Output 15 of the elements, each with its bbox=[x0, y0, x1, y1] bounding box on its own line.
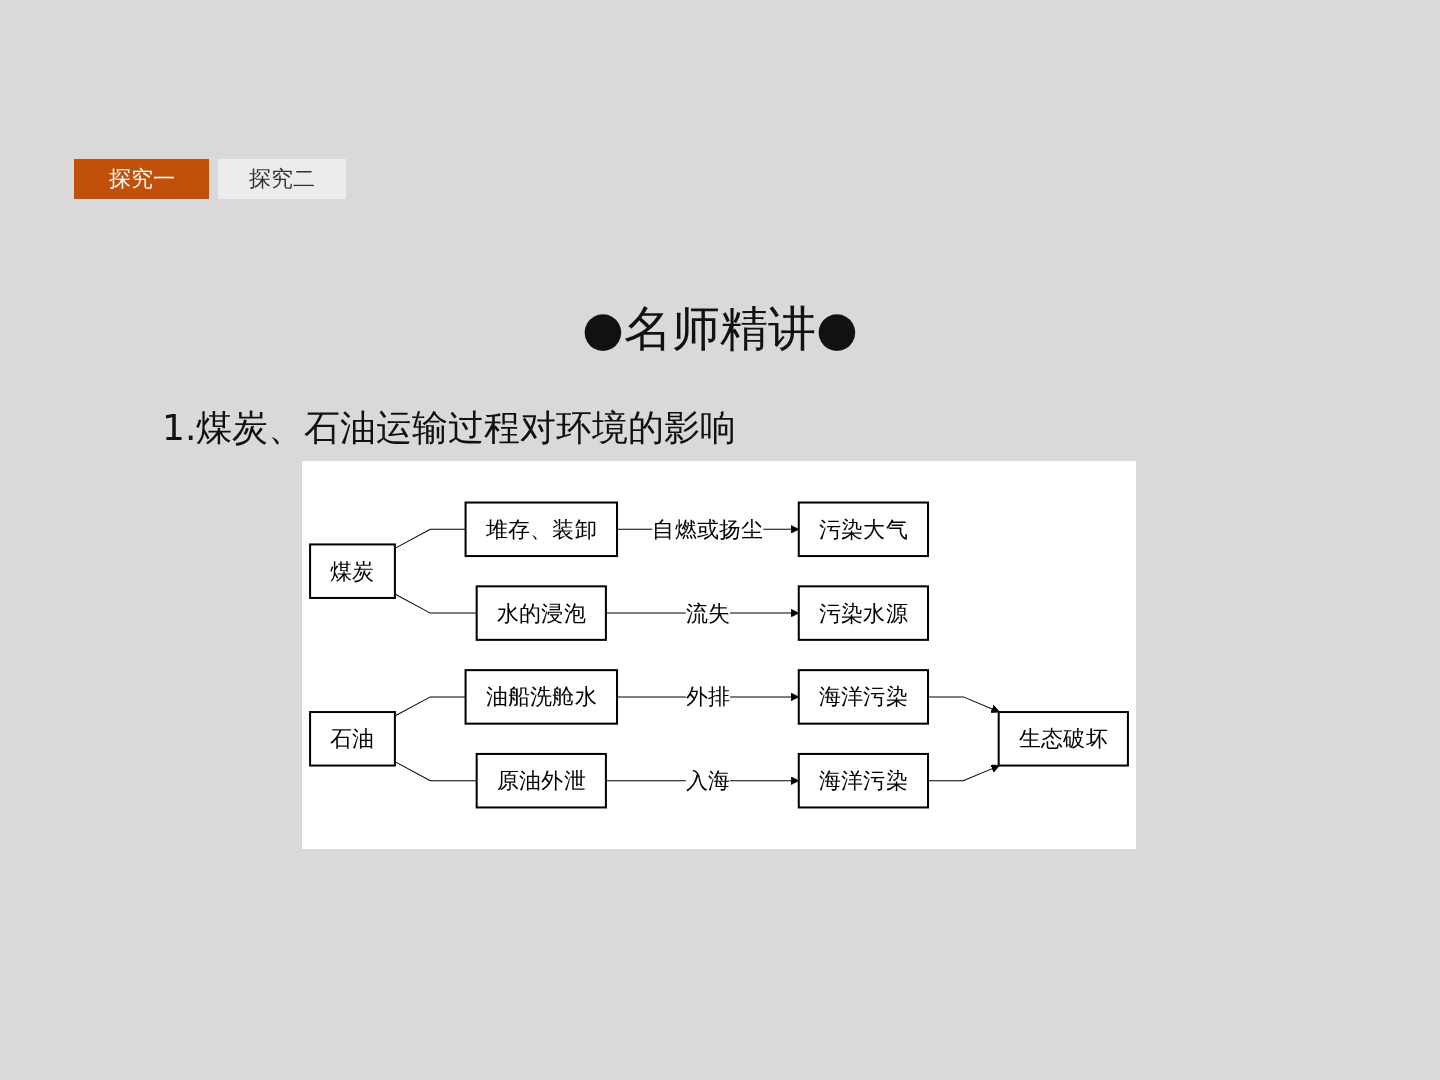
process-box: 石油 bbox=[309, 711, 396, 767]
section-title: ●名师精讲● bbox=[581, 299, 859, 358]
tab: 探究二 bbox=[218, 159, 346, 199]
process-box: 原油外泄 bbox=[475, 752, 607, 809]
active-tab: 探究一 bbox=[74, 159, 209, 199]
process-box: 生态破坏 bbox=[997, 711, 1129, 767]
process-box: 煤炭 bbox=[309, 543, 396, 599]
process-box: 堆存、装卸 bbox=[464, 501, 619, 558]
process-box: 水的浸泡 bbox=[475, 585, 607, 641]
process-box: 海洋污染 bbox=[797, 669, 929, 725]
process-box: 污染水源 bbox=[797, 585, 929, 641]
process-box: 油船洗舱水 bbox=[464, 669, 619, 725]
section-heading: 1.煤炭、石油运输过程对环境的影响 bbox=[162, 406, 737, 450]
process-box: 污染大气 bbox=[797, 501, 929, 558]
process-box: 海洋污染 bbox=[797, 752, 929, 809]
